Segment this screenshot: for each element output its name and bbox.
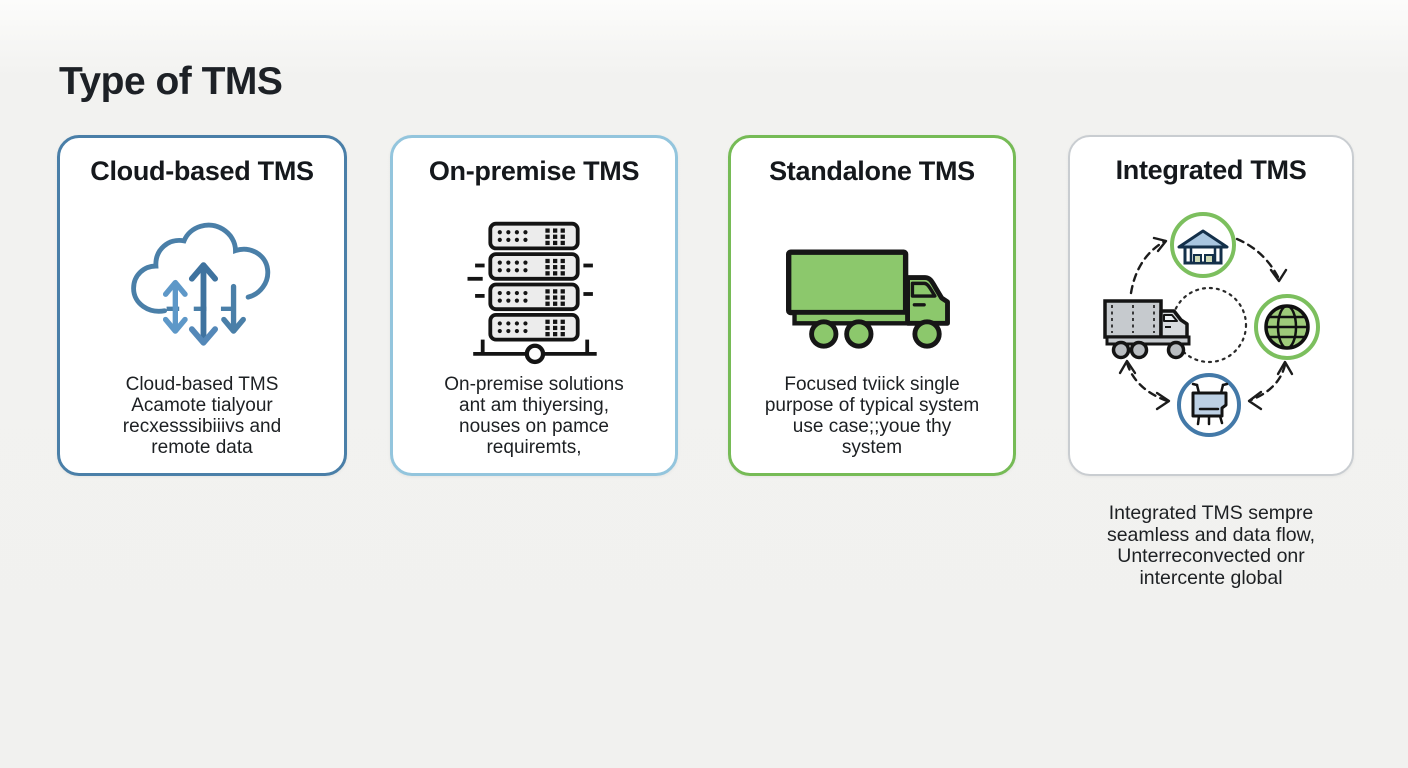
- warehouse-icon: [1170, 212, 1236, 278]
- card-description: Cloud-based TMS Acamote tialyour recxess…: [60, 374, 344, 458]
- card-description: On-premise solutions ant am thiyersing, …: [393, 374, 675, 458]
- desc-line: Focused tviick single: [784, 374, 960, 395]
- desc-line: ant am thiyersing,: [459, 395, 609, 416]
- desc-line: On-premise solutions: [444, 374, 624, 395]
- card-title: On-premise TMS: [428, 156, 640, 186]
- truck-icon: [786, 249, 950, 349]
- dashed-arrows: [1118, 236, 1294, 411]
- desc-line: Cloud-based TMS: [125, 374, 279, 395]
- desc-line: seamless and data flow,: [1106, 523, 1316, 546]
- desc-line: nouses on pamce: [459, 416, 609, 437]
- icon-container: [731, 242, 1013, 352]
- card-title: Integrated TMS: [1115, 155, 1307, 185]
- desc-line: use case;;youe thy: [792, 416, 952, 437]
- card-title: Standalone TMS: [769, 156, 975, 186]
- integrated-tms-description: Integrated TMS sempre seamless and data …: [1068, 502, 1354, 589]
- card-cloud-based-tms: Cloud-based TMS Cloud-based TMS Acamote …: [57, 135, 347, 476]
- card-standalone-tms: Standalone TMS Focused tviick single pur…: [728, 135, 1016, 476]
- card-on-premise-tms: On-premise TMS: [390, 135, 678, 476]
- small-truck-icon: [1103, 299, 1191, 360]
- integration-network-diagram: [1103, 212, 1320, 437]
- globe-icon: [1254, 294, 1320, 360]
- page-title: Type of TMS: [59, 60, 283, 103]
- cloud-sync-icon: [130, 222, 270, 346]
- desc-line: Integrated TMS sempre: [1108, 502, 1314, 524]
- icon-container: [1070, 203, 1352, 448]
- dotted-circle: [1170, 286, 1248, 364]
- desc-line: Acamote tialyour: [131, 395, 273, 416]
- desc-line: remote data: [151, 437, 253, 458]
- card-integrated-tms: Integrated TMS: [1068, 135, 1354, 476]
- icon-container: [393, 218, 675, 370]
- up-down-arrow-small: [162, 279, 188, 334]
- desc-line: Unterreconvected onr: [1117, 545, 1305, 567]
- up-down-arrow-large: [188, 262, 218, 346]
- card-title: Cloud-based TMS: [90, 156, 314, 186]
- desc-line: system: [841, 437, 903, 458]
- desc-line: purpose of typical system: [764, 395, 980, 416]
- desc-line: intercente global: [1139, 566, 1283, 589]
- server-stack-icon: [467, 221, 597, 365]
- chip-icon: [1177, 373, 1241, 437]
- icon-container: [60, 210, 344, 362]
- desc-line: requiremts,: [486, 437, 582, 458]
- desc-line: recxesssibiiivs and: [122, 416, 282, 437]
- down-arrow: [220, 283, 246, 334]
- card-description: Focused tviick single purpose of typical…: [731, 374, 1013, 458]
